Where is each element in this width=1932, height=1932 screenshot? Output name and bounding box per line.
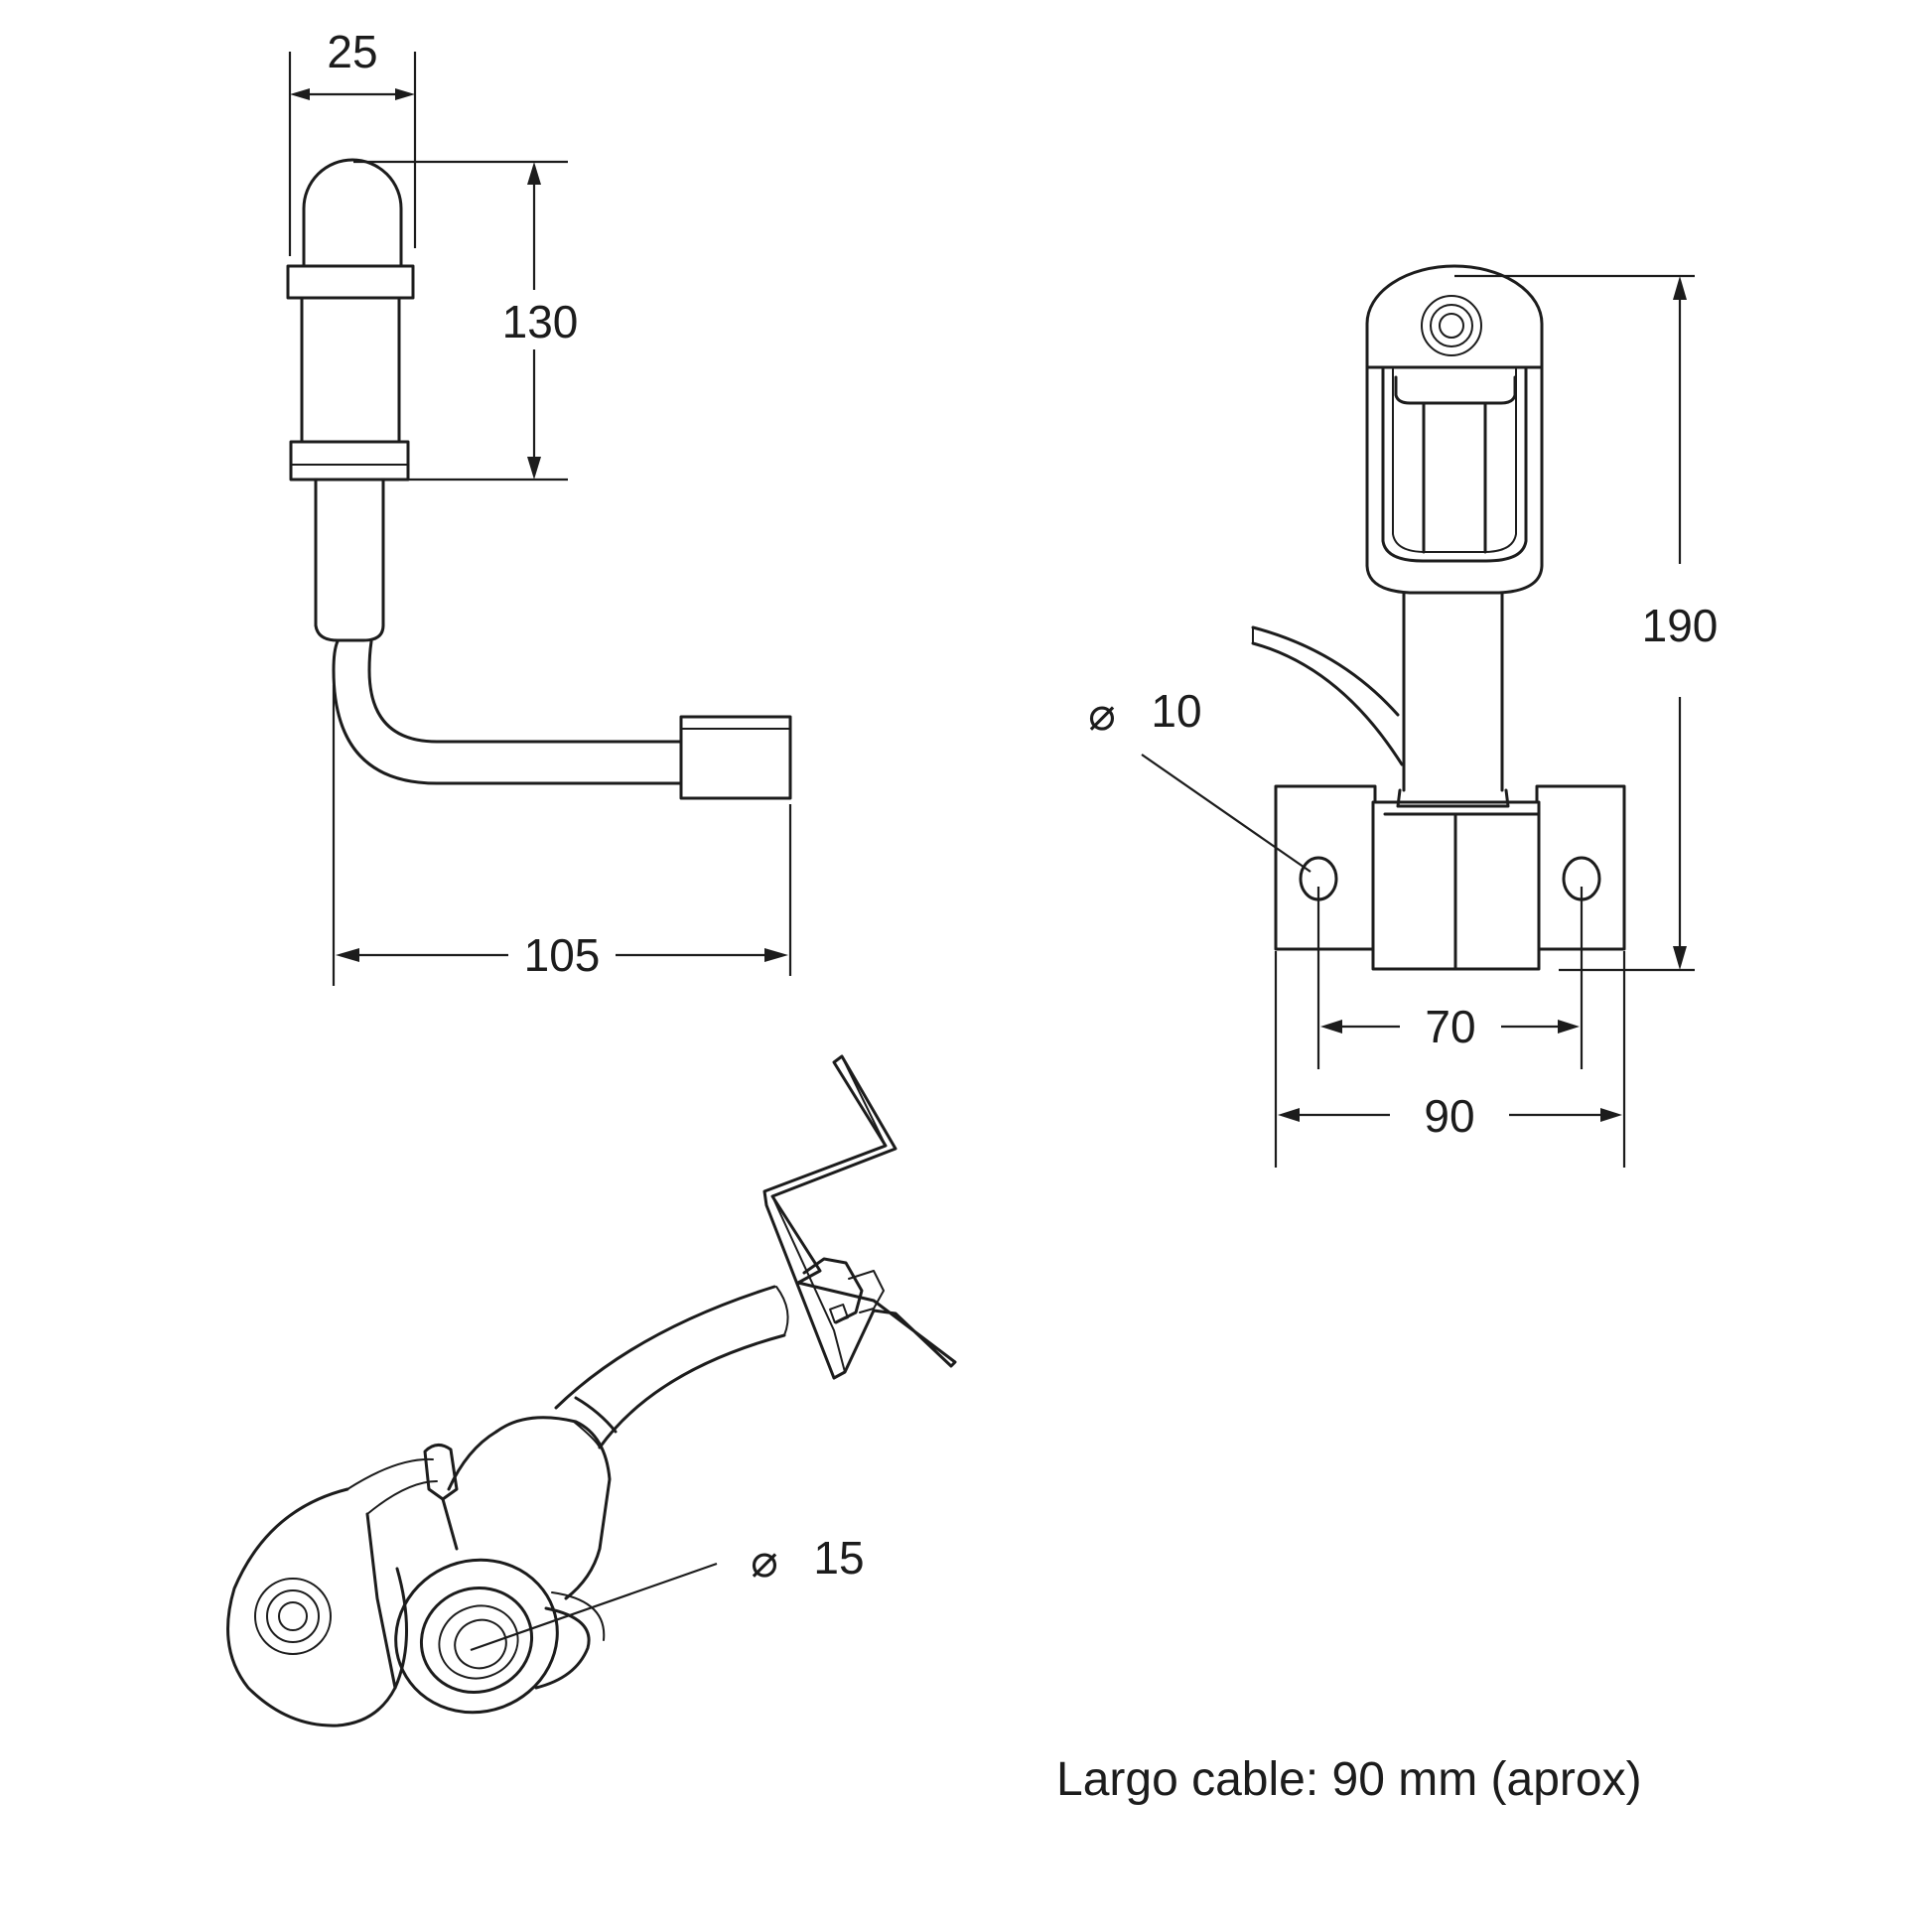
label-socket-diameter: 15 (813, 1532, 864, 1584)
front-view-dimensions (1141, 274, 1695, 1168)
cable-length-note: Largo cable: 90 mm (aprox) (1056, 1753, 1642, 1806)
front-view (1251, 264, 1626, 971)
label-base-width: 90 (1424, 1090, 1474, 1142)
diameter-symbol-holes: ⌀ (1088, 688, 1116, 740)
label-hole-diameter: 10 (1151, 685, 1201, 737)
label-side-length: 105 (524, 929, 601, 981)
label-hole-spacing: 70 (1425, 1001, 1475, 1052)
dimension-labels: 25 130 105 190 ⌀ 10 70 90 ⌀ 15 (327, 26, 1718, 1587)
perspective-view (226, 1054, 957, 1727)
label-front-height: 190 (1642, 600, 1719, 651)
side-view-dimensions (288, 52, 792, 986)
side-view (286, 158, 792, 800)
label-side-width: 25 (327, 26, 377, 77)
diameter-symbol-socket: ⌀ (751, 1535, 778, 1587)
label-side-height: 130 (502, 296, 579, 347)
